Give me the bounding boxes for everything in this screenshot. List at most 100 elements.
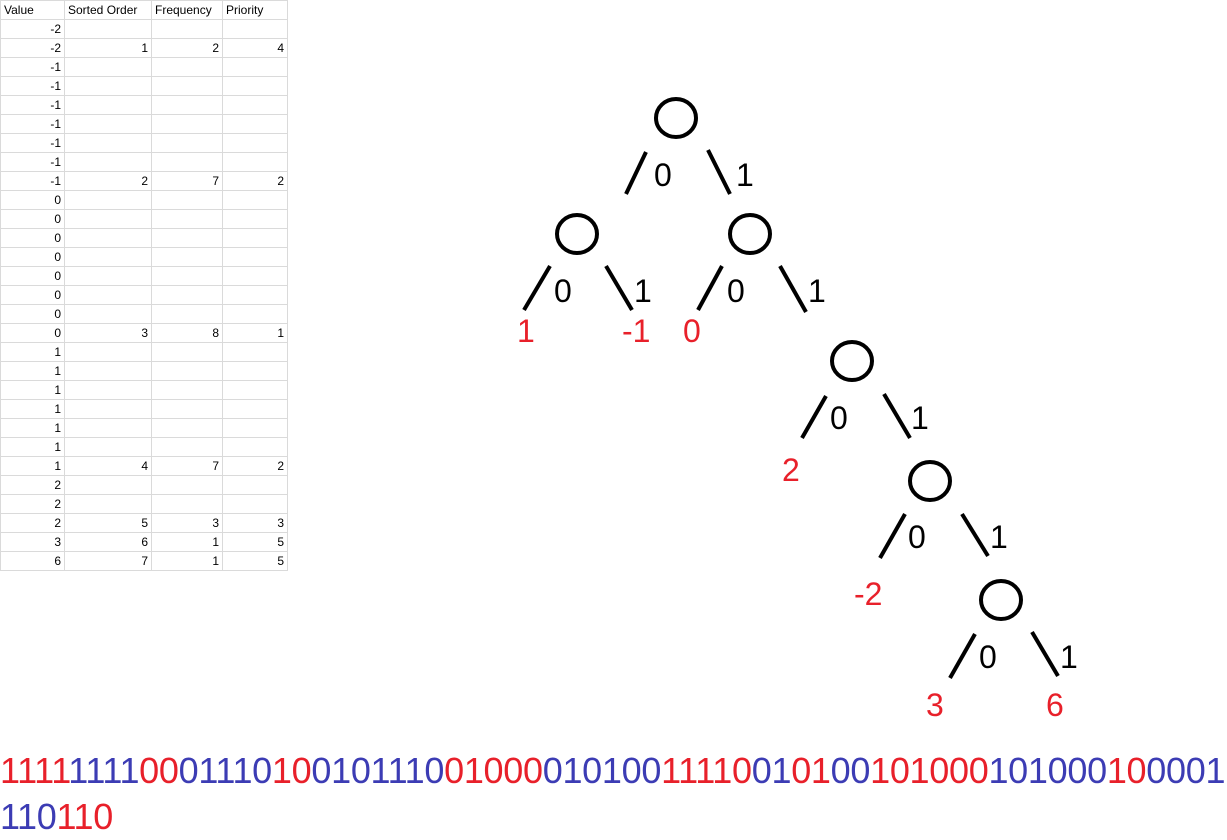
bit-segment: 110 [215,750,272,791]
table-row: -1 [0,114,288,134]
table-row: 0 [0,266,288,286]
table-row: 1 [0,437,288,457]
bit-segment: 1 [0,750,18,791]
edge [878,513,907,559]
table-row: -1 [0,133,288,153]
edge [696,265,724,311]
table-row: -1 [0,95,288,115]
edge [960,512,990,558]
leaf-values: 1 -1 0 2 -2 3 6 [517,313,1064,723]
edge [800,395,828,439]
tree-nodes [555,97,1023,621]
bit-segment: 00 [139,750,179,791]
bit-segment: 1 [661,750,679,791]
edge-label-0: 0 [979,639,997,675]
bit-segment: 000 [483,750,543,791]
bit-segment: 01 [350,750,388,791]
bit-segment: 110 [0,796,57,837]
bit-segment: 1 [85,750,103,791]
bit-segment: 00 [949,750,989,791]
frequency-table: Value Sorted Order Frequency Priority -2… [0,0,288,571]
leaf-value: 0 [683,313,701,349]
bit-segment: 10 [988,750,1028,791]
tree-node [555,213,599,255]
edge-label-0: 0 [727,273,745,309]
huffman-tree: 0 1 0 1 0 1 0 1 0 1 0 1 1 -1 0 2 -2 3 6 [517,97,1078,723]
leaf-value: -1 [622,313,650,349]
bit-segment: 10 [909,750,950,791]
edge-label-0: 0 [554,273,572,309]
edge-label-1: 1 [634,273,652,309]
edge-label-1: 1 [990,519,1008,555]
bit-segment: 1 [68,750,86,791]
bit-segment: 01 [444,750,484,791]
leaf-value: -2 [854,576,882,612]
edge [706,149,732,195]
tree-node [979,579,1023,621]
bit-segment: 01 [582,750,622,791]
edge-label-1: 1 [911,400,929,436]
edge [624,151,648,195]
edge-label-1: 1 [736,157,754,193]
edge-label-1: 1 [1060,639,1078,675]
bit-segment: 110 [387,750,445,791]
table-row: 1 [0,342,288,362]
tree-node [908,460,952,502]
bit-segment: 01 [542,750,583,791]
edge [522,264,552,312]
edge-label-0: 0 [908,519,926,555]
bit-segment: 1 [695,750,713,791]
bit-segment: 01 [751,750,792,791]
table-row: 2 [0,494,288,514]
edge-labels: 0 1 0 1 0 1 0 1 0 1 0 1 [554,157,1078,675]
encoded-bitstream: 1111111100011101001011100100001010011110… [0,748,1227,840]
bit-segment: 01 [311,750,351,791]
bit-segment: 1 [17,750,35,791]
edge [882,392,912,440]
bit-segment: 01 [791,750,831,791]
leaf-value: 3 [926,687,944,723]
table-row: 0 [0,247,288,267]
bit-segment: 00 [1067,750,1107,791]
table-row: -1 [0,152,288,172]
bit-segment: 1 [119,750,140,791]
leaf-value: 2 [782,452,800,488]
sorted-order-cell: 7 [64,551,152,571]
priority-cell: 5 [222,551,288,571]
edge [948,633,977,679]
edge-label-0: 0 [654,157,672,193]
table-row: 2 [0,475,288,495]
edge [1030,630,1060,678]
edge-label-0: 0 [830,400,848,436]
table-row: 1 [0,399,288,419]
bit-segment: 01 [178,750,216,791]
edge [778,265,808,313]
bit-segment: 10 [1027,750,1068,791]
table-row: 0 [0,209,288,229]
tree-node [728,213,772,255]
bit-segment: 1 [678,750,696,791]
table-row: -1 [0,57,288,77]
table-row: 0 [0,304,288,324]
bit-segment: 00 [830,750,871,791]
table-row: -1 [0,76,288,96]
table-row: 0 [0,228,288,248]
bit-segment: 10 [1106,750,1147,791]
bit-segment: 00 [1146,750,1186,791]
bit-segment: 1 [51,750,69,791]
table-row: 1 [0,418,288,438]
bit-segment: 1 [712,750,732,791]
edge [604,264,634,312]
bit-segment: 10 [271,750,312,791]
bit-segment: 10 [870,750,910,791]
bit-segment: 110 [56,796,114,837]
bit-segment: 0 [732,750,752,791]
table-row: 1 [0,380,288,400]
